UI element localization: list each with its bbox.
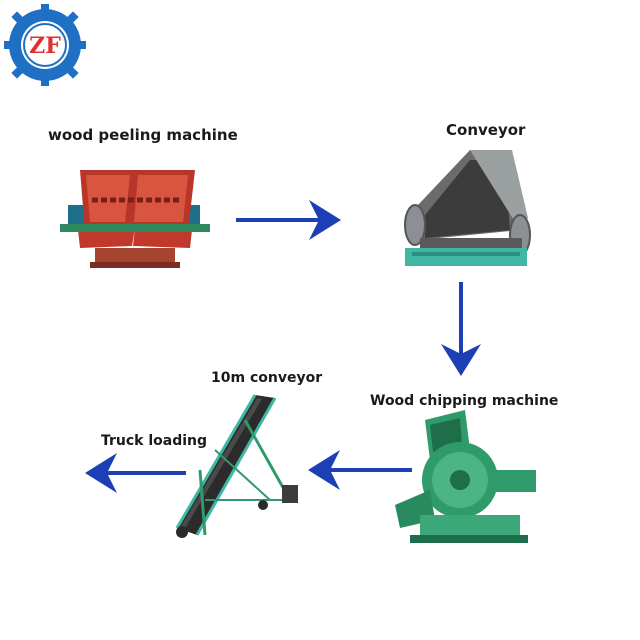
label-wood-peeling-machine: wood peeling machine [48, 126, 238, 144]
company-logo: ZF [4, 4, 86, 86]
wood-chipping-machine-image [395, 410, 536, 543]
label-wood-chipping-machine: Wood chipping machine [370, 393, 559, 409]
gear-icon [4, 4, 86, 86]
label-conveyor: Conveyor [446, 121, 526, 139]
10m-conveyor-image [175, 394, 298, 538]
conveyor-image [404, 150, 531, 266]
logo-letters: ZF [29, 33, 61, 59]
label-10m-conveyor: 10m conveyor [211, 370, 323, 386]
wood-peeling-machine-image [60, 170, 210, 268]
label-truck-loading: Truck loading [101, 433, 208, 449]
